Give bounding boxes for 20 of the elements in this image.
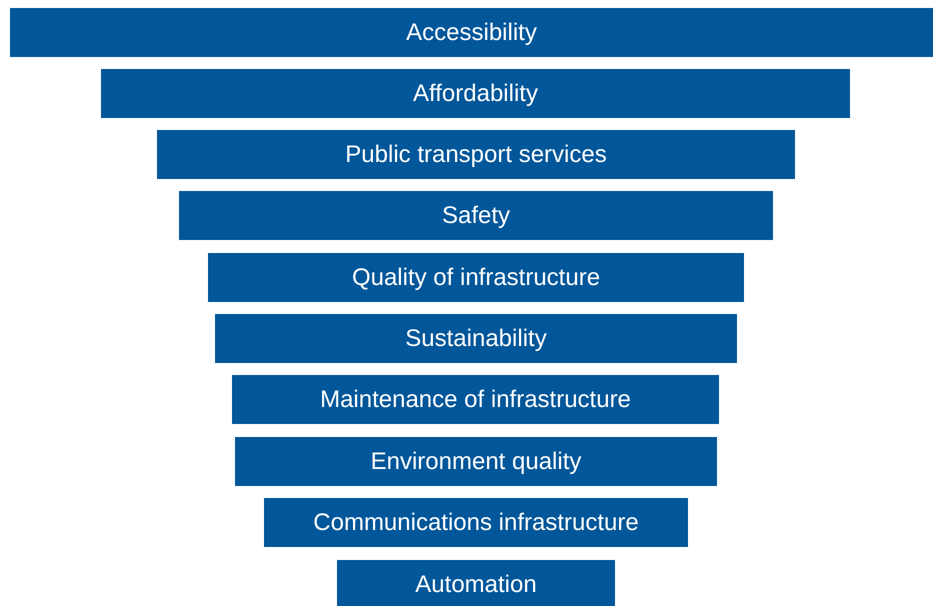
funnel-bar — [179, 191, 773, 240]
funnel-bar — [215, 314, 737, 363]
bar-label: Maintenance of infrastructure — [320, 388, 631, 412]
funnel-bar — [10, 8, 933, 57]
funnel-bar — [157, 130, 795, 179]
bar-label: Quality of infrastructure — [352, 266, 600, 290]
funnel-bar — [232, 375, 719, 424]
funnel-bar — [264, 498, 688, 547]
funnel-bar — [101, 69, 850, 118]
bar-label: Environment quality — [370, 450, 582, 474]
bar-label: Accessibility — [406, 20, 537, 44]
bar-label: Safety — [442, 204, 510, 228]
bar-label: Sustainability — [405, 326, 547, 350]
bar-label: Affordability — [413, 82, 538, 106]
bar-label: Public transport services — [345, 142, 607, 166]
funnel-bar — [208, 253, 744, 302]
bar-label: Communications infrastructure — [313, 510, 639, 534]
bar-label: Automation — [415, 572, 537, 596]
funnel-bar — [235, 437, 717, 486]
funnel-bar — [337, 560, 615, 606]
